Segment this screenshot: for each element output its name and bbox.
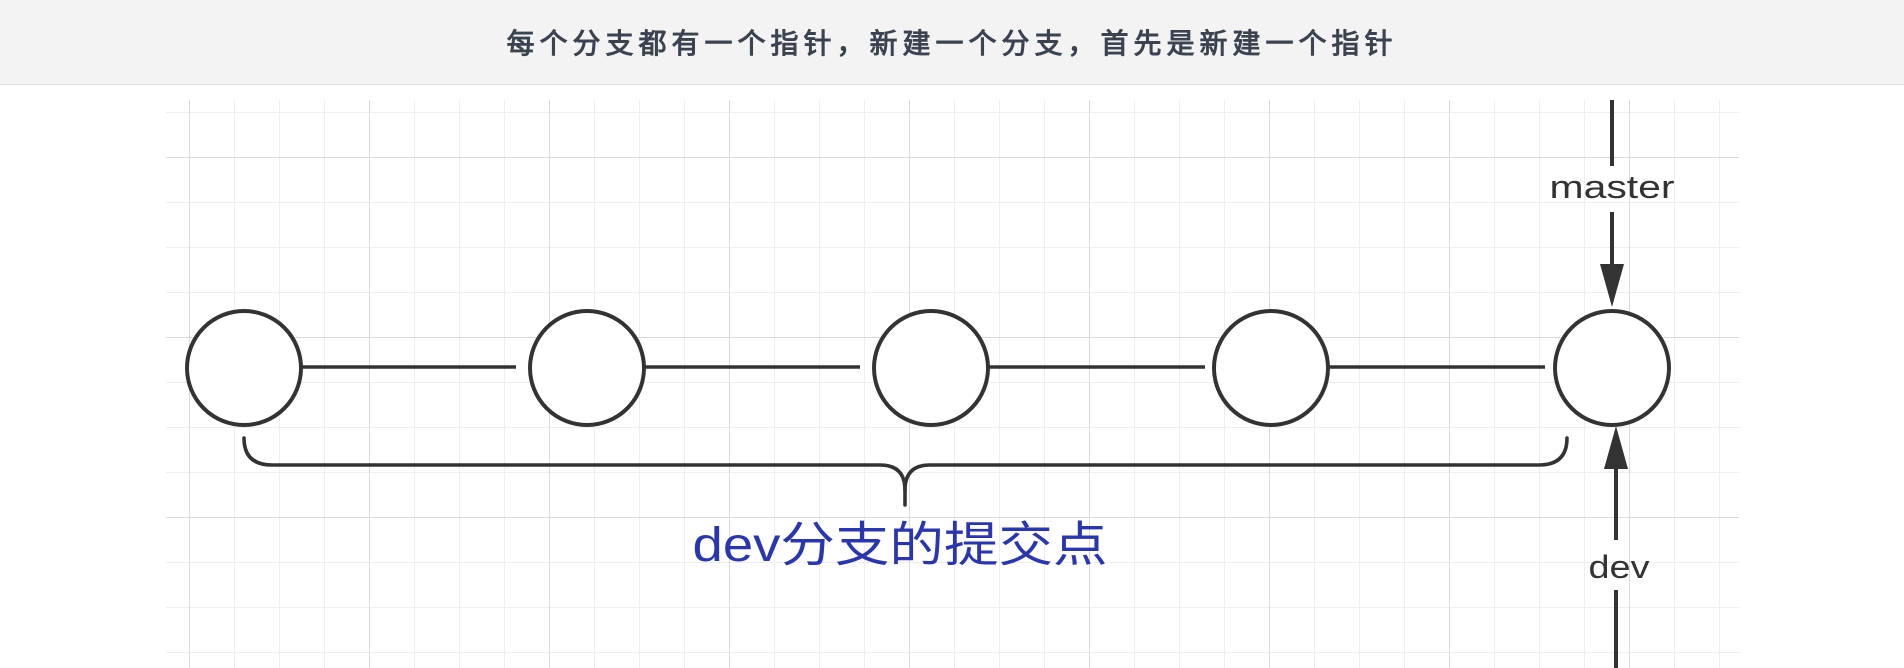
commit-node [1553,309,1671,427]
header-title: 每个分支都有一个指针，新建一个分支，首先是新建一个指针 [506,28,1398,59]
master-label: master [1550,169,1675,205]
dev-label: dev [1589,549,1650,585]
master-pointer: master [1550,100,1675,307]
dev-arrow-head [1604,426,1628,469]
brace-left-half [242,436,907,507]
commit-node [1212,309,1330,427]
brace-label: dev分支的提交点 [693,519,1108,572]
commit-node [185,309,303,427]
commit-node [872,309,990,427]
grid-background [166,100,1739,668]
brace-right-half [903,436,1569,492]
master-arrow-head [1600,264,1624,307]
commit-brace [242,436,1569,507]
dev-pointer: dev [1589,426,1650,668]
header-bar: 每个分支都有一个指针，新建一个分支，首先是新建一个指针 [0,0,1904,85]
commit-node [528,309,646,427]
